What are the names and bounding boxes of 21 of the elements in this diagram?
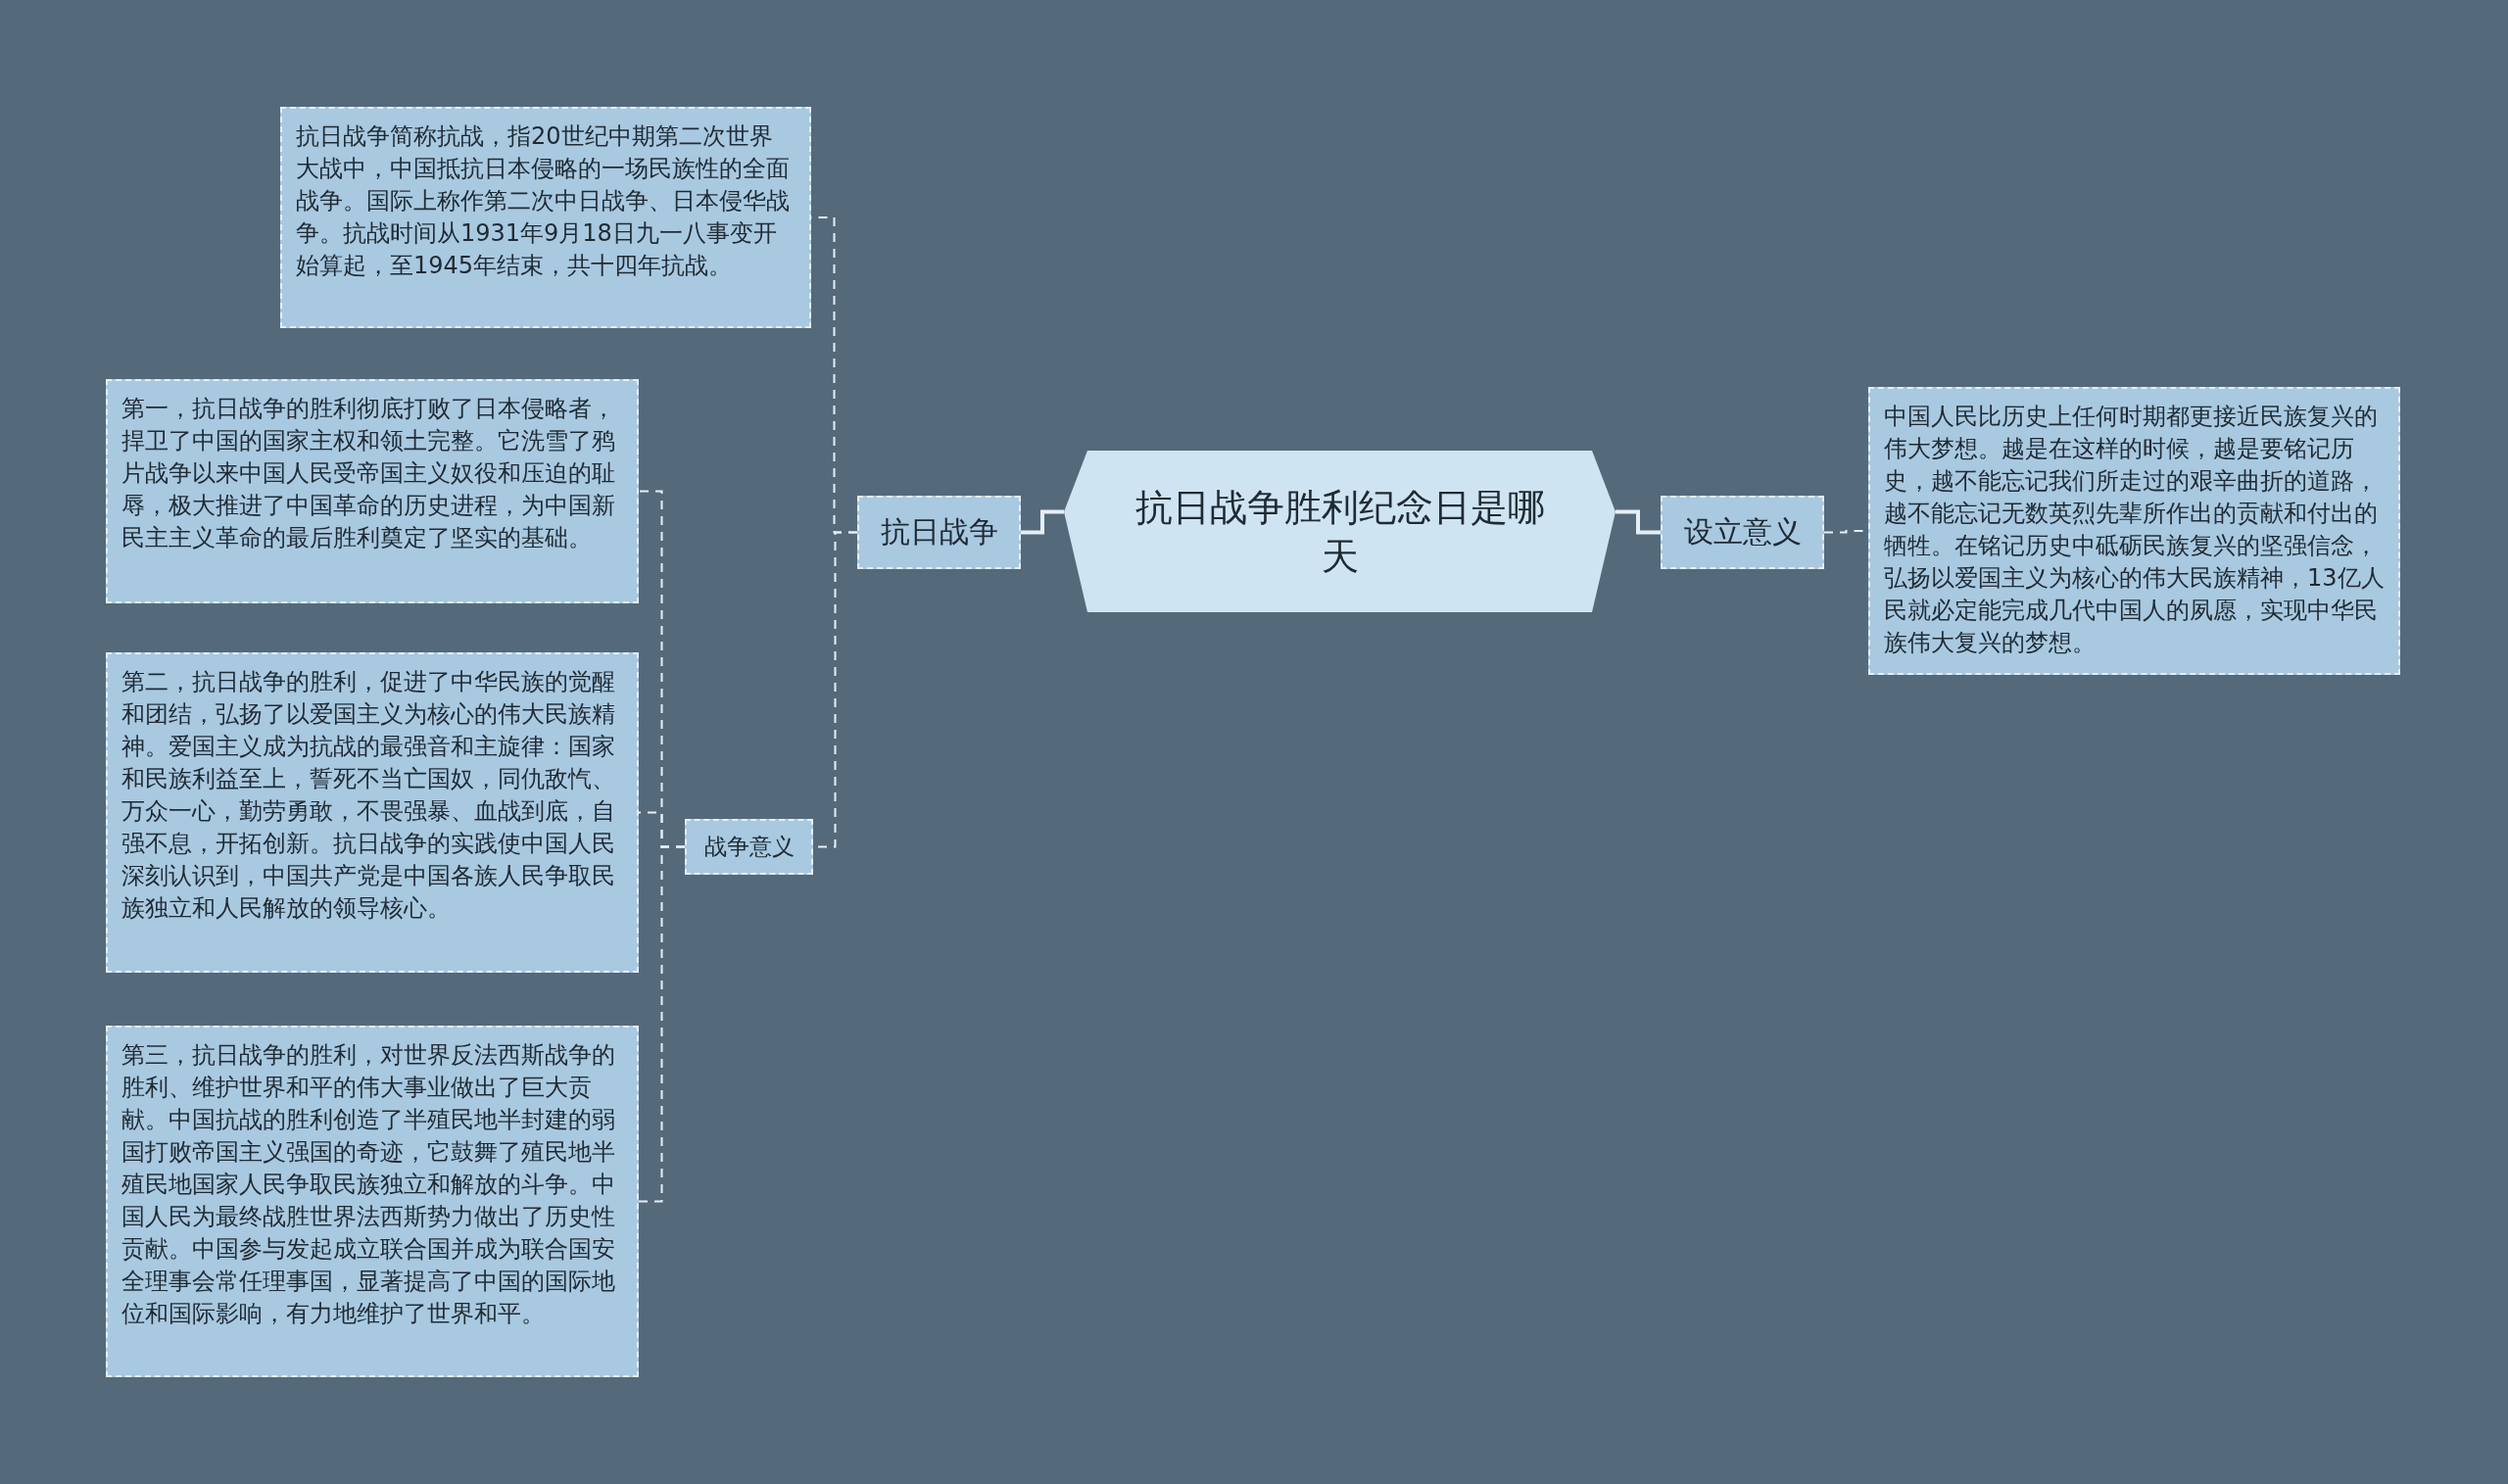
text-box	[106, 379, 639, 603]
node-text: 第二，抗日战争的胜利，促进了中华民族的觉醒和团结，弘扬了以爱国主义为核心的伟大民族精神。爱国主义成为抗战的最强音和主旋律：国家和民族利益至上，誓死不当亡国奴，同仇敌忾、万众一心，勤劳勇敢，不畏强暴、血战到底，自强不息，开拓创新。抗日战争的实践使中国人民深刻认识到，中国共产党是中国各族人民争取民族独立和人民解放的领导核心。	[121, 668, 615, 922]
topic-hexagon	[1064, 451, 1616, 612]
node-text: 第三，抗日战争的胜利，对世界反法西斯战争的胜利、维护世界和平的伟大事业做出了巨大贡献。中国抗战的胜利创造了半殖民地半封建的弱国打败帝国主义强国的奇迹，它鼓舞了殖民地半殖民地国家人民争取民族独立和解放的斗争。中国人民为最终战胜世界法西斯势力做出了历史性贡献。中国参与发起成立联合国并成为联合国安全理事会常任理事国，显著提高了中国的国际地位和国际影响，有力地维护了世界和平。	[121, 1041, 615, 1327]
branch-box	[685, 819, 813, 875]
node-text: 战争意义	[703, 833, 795, 861]
branch-box	[1661, 496, 1824, 569]
text-box	[280, 107, 811, 328]
node-text: 抗日战争胜利纪念日是哪天	[1133, 484, 1546, 580]
text-box	[1868, 387, 2400, 675]
connector-line	[638, 845, 686, 1203]
node-text: 抗日战争	[880, 513, 998, 551]
text-box	[106, 1026, 639, 1377]
connector-line	[1021, 509, 1064, 535]
branch-box	[857, 496, 1021, 569]
text-box	[106, 652, 639, 973]
connector-line	[1616, 509, 1661, 535]
node-text: 中国人民比历史上任何时期都更接近民族复兴的伟大梦想。越是在这样的时候，越是要铭记历史，越不能忘记我们所走过的艰辛曲折的道路，越不能忘记无数英烈先辈所作出的贡献和付出的牺牲。在铭记历史中砥砺民族复兴的坚强信念，弘扬以爱国主义为核心的伟大民族精神，13亿人民就必定能完成几代中国人的夙愿，实现中华民族伟大复兴的梦想。	[1884, 403, 2385, 656]
node-text: 抗日战争简称抗战，指20世纪中期第二次世界大战中，中国抵抗日本侵略的一场民族性的全面战争。国际上称作第二次中日战争、日本侵华战争。抗战时间从1931年9月18日九一八事变开始算起，至1945年结束，共十四年抗战。	[296, 122, 790, 279]
node-text: 第一，抗日战争的胜利彻底打败了日本侵略者，捍卫了中国的国家主权和领土完整。它洗雪了鸦片战争以来中国人民受帝国主义奴役和压迫的耻辱，极大推进了中国革命的历史进程，为中国新民主主义革命的最后胜利奠定了坚实的基础。	[121, 395, 615, 551]
node-text: 设立意义	[1683, 513, 1802, 551]
